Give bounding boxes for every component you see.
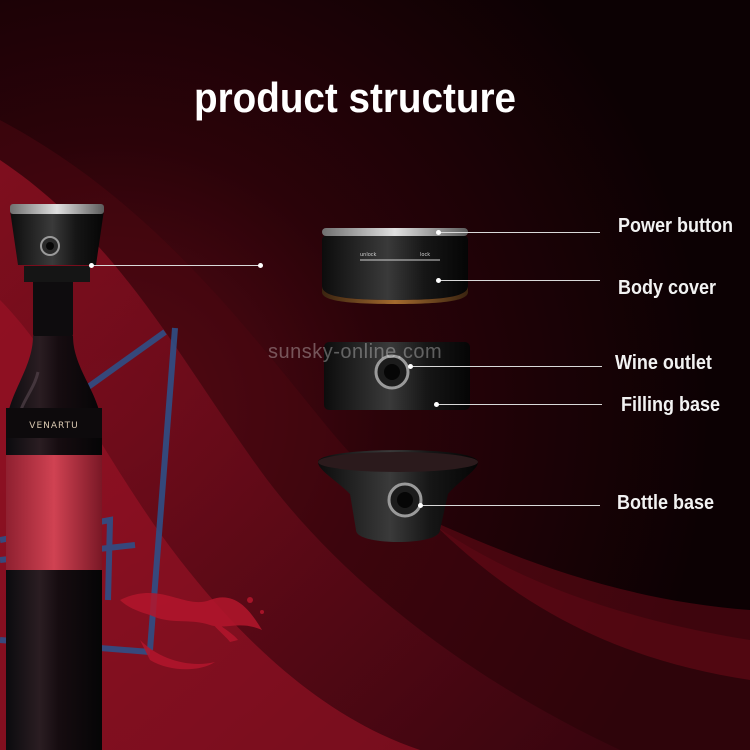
body-cover-label: Body cover	[618, 277, 717, 299]
wine-outlet-leader	[410, 366, 602, 367]
aerator-leader-dot	[89, 263, 94, 268]
power-button-leader	[438, 232, 600, 233]
bottle-base-leader	[420, 505, 600, 506]
aerator-leader-line	[92, 265, 260, 266]
power-button-dot	[436, 230, 441, 235]
filling-base-leader	[436, 404, 602, 405]
wine-bottle: VENARTU	[6, 278, 102, 750]
filling-base-label: Filling base	[621, 394, 721, 416]
wine-outlet-label: Wine outlet	[615, 352, 712, 374]
body-cover-dot	[436, 278, 441, 283]
body-cover-component: unlock lock	[322, 228, 468, 304]
watermark: sunsky-online.com	[268, 341, 443, 363]
aerator-leader-dot-end	[258, 263, 263, 268]
bottle-base-label: Bottle base	[617, 492, 715, 514]
power-button-label: Power button	[618, 215, 733, 237]
filling-base-component	[324, 342, 470, 410]
aerator-on-bottle	[10, 204, 104, 282]
wine-splash	[120, 592, 264, 670]
body-cover-leader	[438, 280, 600, 281]
filling-base-dot	[434, 402, 439, 407]
svg-text:lock: lock	[420, 252, 430, 258]
bottle-base-component	[318, 450, 478, 542]
bottle-base-dot	[418, 503, 423, 508]
svg-text:VENARTU: VENARTU	[29, 421, 78, 431]
page-title: product structure	[193, 74, 517, 121]
svg-text:unlock: unlock	[360, 252, 377, 258]
wine-outlet-dot	[408, 364, 413, 369]
